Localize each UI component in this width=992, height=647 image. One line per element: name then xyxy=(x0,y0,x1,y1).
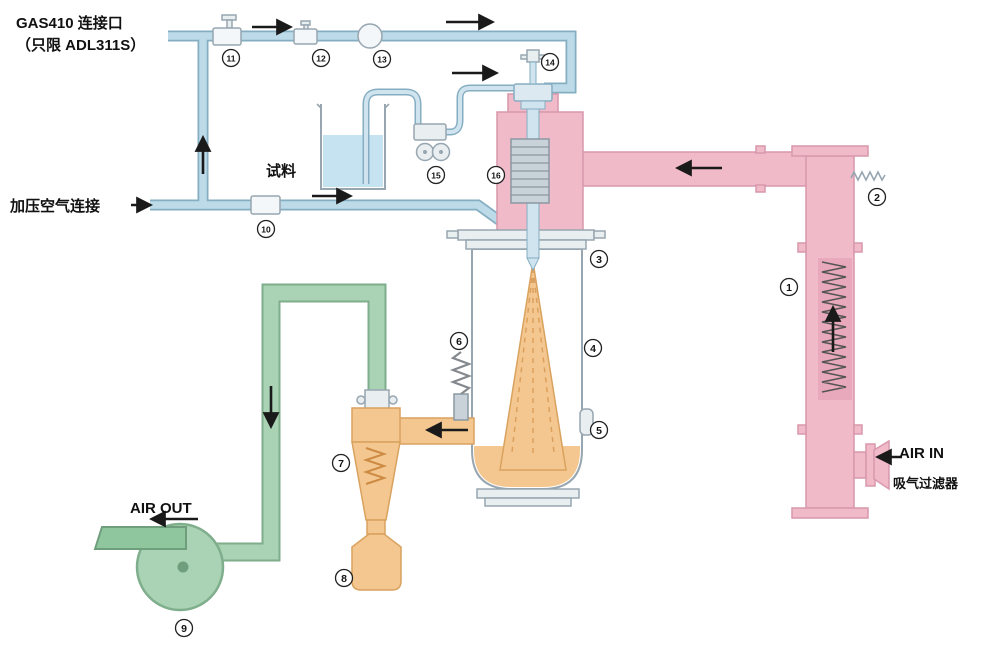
blower-9 xyxy=(93,522,225,612)
marker-14: 14 xyxy=(540,52,560,72)
marker-12: 12 xyxy=(311,48,331,68)
svg-text:10: 10 xyxy=(261,225,271,235)
marker-1: 1 xyxy=(779,277,799,297)
air-in-label: AIR IN xyxy=(899,445,944,462)
gas410-label-line2: （只限 ADL311S） xyxy=(16,36,145,54)
svg-text:13: 13 xyxy=(377,55,387,65)
sensor-spring-icon xyxy=(850,170,886,182)
svg-text:15: 15 xyxy=(431,171,441,181)
svg-text:4: 4 xyxy=(590,343,596,355)
svg-text:11: 11 xyxy=(227,54,236,64)
air-in-port xyxy=(853,439,890,491)
spray-nozzle-14 xyxy=(513,49,553,110)
sample-feed-tube xyxy=(362,84,518,184)
nozzle-tip xyxy=(526,257,540,272)
marker-15: 15 xyxy=(426,165,446,185)
spray-lines xyxy=(511,267,555,458)
chamber-top-flange xyxy=(446,229,606,250)
blower-outlet-pipe xyxy=(93,526,187,550)
gas-gauge-13 xyxy=(357,23,383,49)
marker-6: 6 xyxy=(449,331,469,351)
cyclone-coupler xyxy=(356,389,398,411)
svg-text:14: 14 xyxy=(545,58,555,68)
intake-filter-label: 吸气过滤器 xyxy=(893,476,959,491)
marker-11: 11 xyxy=(221,48,241,68)
damper-6 xyxy=(449,351,473,421)
heater-element-16 xyxy=(510,138,550,204)
svg-text:6: 6 xyxy=(456,336,462,348)
gas410-label-line1: GAS410 连接口 xyxy=(16,14,123,32)
marker-7: 7 xyxy=(331,453,351,473)
marker-2: 2 xyxy=(867,187,887,207)
gas-valve-11 xyxy=(212,14,242,46)
air-out-label: AIR OUT xyxy=(130,500,192,517)
exhaust-line xyxy=(184,283,387,562)
duct-heater-coil xyxy=(821,261,847,393)
peristaltic-pump-15 xyxy=(413,123,451,162)
chamber-outlet-5 xyxy=(579,408,594,436)
svg-text:5: 5 xyxy=(596,425,602,437)
sample-liquid xyxy=(323,135,383,187)
marker-9: 9 xyxy=(174,618,194,638)
svg-text:9: 9 xyxy=(181,623,187,635)
marker-8: 8 xyxy=(334,568,354,588)
marker-3: 3 xyxy=(589,249,609,269)
pressurized-air-label: 加压空气连接 xyxy=(9,197,100,215)
svg-text:1: 1 xyxy=(786,282,792,294)
gas-regulator-12 xyxy=(293,20,318,45)
marker-10: 10 xyxy=(256,219,276,239)
marker-4: 4 xyxy=(583,338,603,358)
svg-text:2: 2 xyxy=(874,192,880,204)
svg-text:8: 8 xyxy=(341,573,347,585)
air-filter-10 xyxy=(250,195,281,215)
svg-text:7: 7 xyxy=(338,458,344,470)
collection-vessel-8 xyxy=(351,533,402,591)
svg-text:12: 12 xyxy=(316,54,326,64)
svg-text:16: 16 xyxy=(491,171,501,181)
sample-label: 试料 xyxy=(266,162,296,180)
marker-16: 16 xyxy=(486,165,506,185)
intake-air-duct xyxy=(577,145,890,519)
cyclone-7 xyxy=(351,407,401,535)
sample-beaker xyxy=(316,103,390,190)
marker-13: 13 xyxy=(372,49,392,69)
flow-arrows xyxy=(131,13,902,528)
svg-text:3: 3 xyxy=(596,254,602,266)
drying-chamber-assembly xyxy=(446,49,606,507)
marker-5: 5 xyxy=(589,420,609,440)
